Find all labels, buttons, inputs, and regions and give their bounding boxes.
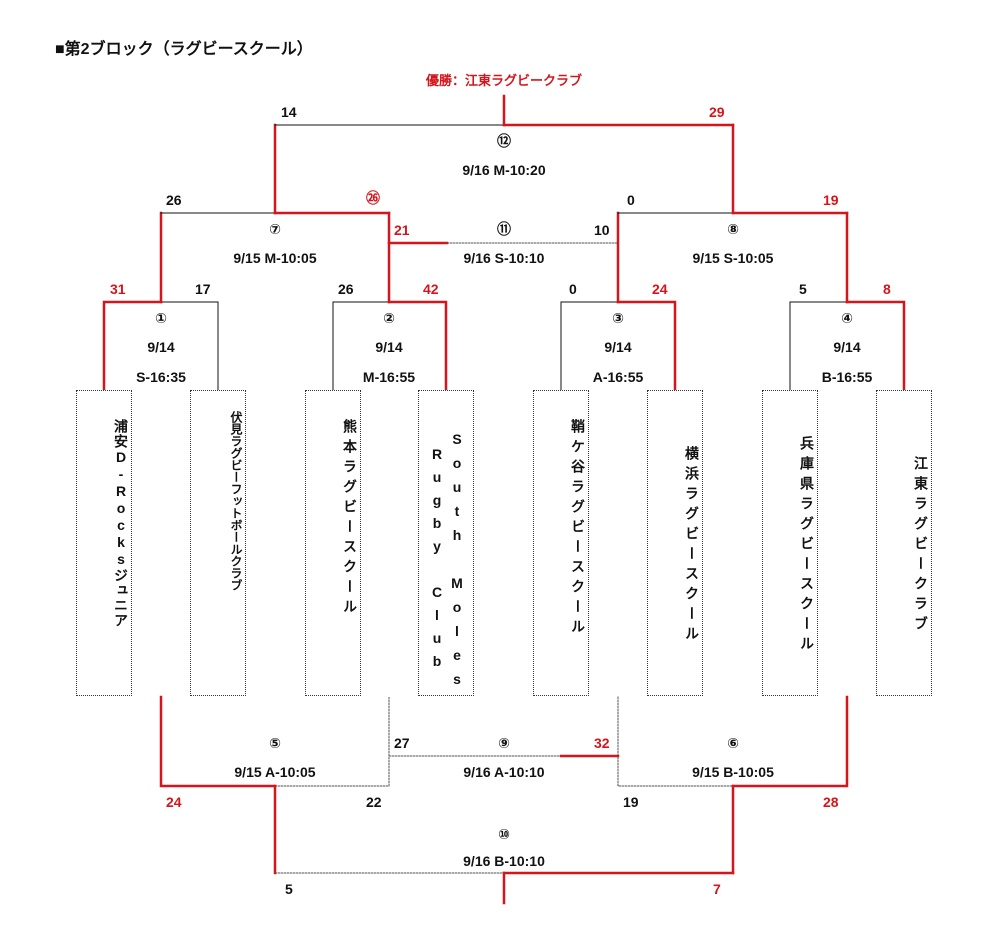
team-name: 浦安D-Rocksジュニア [113, 419, 129, 628]
team-name: 江東ラグビークラブ [913, 456, 929, 636]
match-1-left-score: 31 [110, 281, 126, 297]
match-7-info: 9/15 M-10:05 [233, 250, 317, 266]
match-1-number: ① [155, 310, 167, 326]
match-12-info: 9/16 M-10:20 [462, 162, 546, 178]
match-11-number: ⑪ [497, 221, 511, 237]
match-3-number: ③ [612, 310, 624, 326]
match-5-info: 9/15 A-10:05 [234, 764, 316, 780]
team-box-3: 熊本ラグビースクール [305, 390, 361, 696]
match-8-info: 9/15 S-10:05 [692, 250, 774, 266]
team-name: 兵庫県ラグビースクール [799, 436, 815, 656]
team-box-4: South Moles Rugby Club [418, 390, 474, 696]
team-name-line-1: South Moles [449, 431, 465, 695]
page-title: ■第2ブロック（ラグビースクール） [55, 41, 313, 58]
team-box-2: 伏見ラグビーフットボールクラブ [190, 390, 246, 696]
match-4-right-score: 8 [883, 281, 891, 297]
match-10-left-score: 5 [285, 881, 293, 897]
team-box-7: 兵庫県ラグビースクール [762, 390, 818, 696]
match-6-info: 9/15 B-10:05 [692, 764, 774, 780]
match-5-right-score: 22 [366, 794, 382, 810]
match-2-right-score: 42 [423, 281, 439, 297]
match-10-number: ⑩ [498, 826, 510, 842]
match-1-right-score: 17 [195, 281, 211, 297]
match-7-number: ⑦ [269, 221, 281, 237]
match-1-slot: S-16:35 [136, 369, 186, 385]
match-7-right-score: ㉖ [366, 190, 380, 206]
team-name: 横浜ラグビースクール [684, 446, 700, 646]
match-2-number: ② [383, 310, 395, 326]
match-4-lines [789, 211, 906, 392]
team-box-1: 浦安D-Rocksジュニア [76, 390, 132, 696]
match-11-left-score: 21 [394, 222, 410, 238]
match-8-number: ⑧ [727, 221, 739, 237]
match-5-number: ⑤ [269, 735, 281, 751]
match-4-number: ④ [841, 310, 853, 326]
match-4-date: 9/14 [833, 339, 861, 355]
match-6-number: ⑥ [727, 735, 739, 751]
match-1-lines [102, 211, 219, 392]
match-6-left-score: 19 [623, 794, 639, 810]
match-3-right-score: 24 [652, 281, 668, 297]
match-10-info: 9/16 B-10:10 [463, 853, 545, 869]
match-5-left-score: 24 [166, 794, 182, 810]
team-box-8: 江東ラグビークラブ [876, 390, 932, 696]
match-7-left-score: 26 [166, 192, 182, 208]
match-3-left-score: 0 [569, 281, 577, 297]
match-12-number: ⑫ [497, 133, 511, 149]
match-10-right-score: 7 [713, 881, 721, 897]
match-5-lines [159, 695, 390, 875]
match-9-left-score: 27 [394, 735, 410, 751]
team-name: 熊本ラグビースクール [342, 419, 358, 619]
match-3-date: 9/14 [604, 339, 632, 355]
match-2-left-score: 26 [338, 281, 354, 297]
team-name: 伏見ラグビーフットボールクラブ [229, 411, 243, 591]
match-9-info: 9/16 A-10:10 [463, 764, 545, 780]
match-6-right-score: 28 [823, 794, 839, 810]
match-8-lines [617, 123, 849, 215]
match-9-number: ⑨ [498, 735, 510, 751]
match-6-lines [617, 695, 849, 875]
match-2-date: 9/14 [375, 339, 403, 355]
team-name: 鞘ケ谷ラグビースクール [570, 419, 586, 639]
match-4-slot: B-16:55 [821, 369, 873, 385]
match-3-lines [560, 211, 677, 392]
team-box-5: 鞘ケ谷ラグビースクール [533, 390, 589, 696]
match-4-left-score: 5 [799, 281, 807, 297]
team-box-6: 横浜ラグビースクール [647, 390, 703, 696]
match-11-info: 9/16 S-10:10 [463, 250, 545, 266]
match-8-right-score: 19 [823, 192, 839, 208]
match-10-lines [274, 871, 735, 905]
match-12-left-score: 14 [281, 104, 297, 120]
champion-label: 優勝：江東ラグビークラブ [425, 73, 583, 88]
match-12-right-score: 29 [709, 104, 725, 120]
match-3-slot: A-16:55 [592, 369, 644, 385]
match-2-slot: M-16:55 [362, 369, 416, 385]
match-12-lines [274, 94, 735, 127]
team-name-line-2: Rugby Club [429, 446, 445, 676]
match-2-lines [332, 211, 448, 392]
match-9-right-score: 32 [594, 735, 610, 751]
match-1-date: 9/14 [147, 339, 175, 355]
match-7-lines [160, 123, 391, 215]
match-11-right-score: 10 [594, 222, 610, 238]
match-8-left-score: 0 [627, 192, 635, 208]
